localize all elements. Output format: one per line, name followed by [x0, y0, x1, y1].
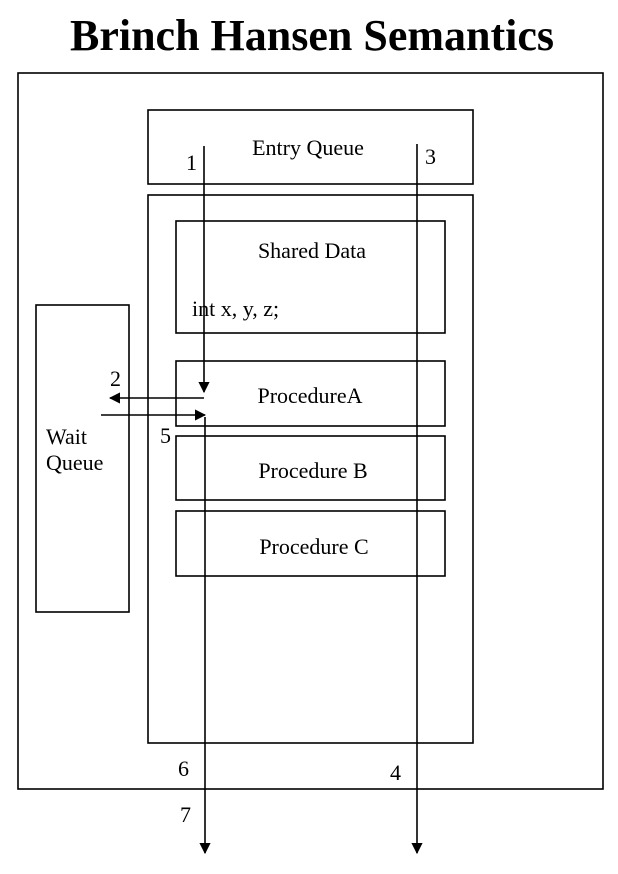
wait-queue-label-line1: Wait: [46, 424, 87, 449]
wait-queue-label-line2: Queue: [46, 450, 103, 475]
procedure-c-label: Procedure C: [259, 534, 368, 559]
procedure-a-label: ProcedureA: [257, 383, 362, 408]
shared-data-title: Shared Data: [258, 238, 366, 263]
path-label-7: 7: [180, 802, 191, 827]
entry-queue-label: Entry Queue: [252, 135, 364, 160]
path-label-3: 3: [425, 144, 436, 169]
procedure-a-box: [175, 360, 446, 427]
monitor-box: [147, 194, 474, 744]
outer-frame: [17, 72, 604, 790]
path-label-4: 4: [390, 760, 401, 785]
entry-queue-box: [147, 109, 474, 185]
procedure-b-box: [175, 435, 446, 501]
path-label-5: 5: [160, 423, 171, 448]
wait-queue-box: [35, 304, 130, 613]
procedure-b-label: Procedure B: [258, 458, 367, 483]
shared-data-box: [175, 220, 446, 334]
diagram-title: Brinch Hansen Semantics: [70, 11, 554, 60]
path-label-1: 1: [186, 150, 197, 175]
shared-data-declaration: int x, y, z;: [192, 296, 279, 321]
path-label-2: 2: [110, 366, 121, 391]
path-label-6: 6: [178, 756, 189, 781]
procedure-c-box: [175, 510, 446, 577]
